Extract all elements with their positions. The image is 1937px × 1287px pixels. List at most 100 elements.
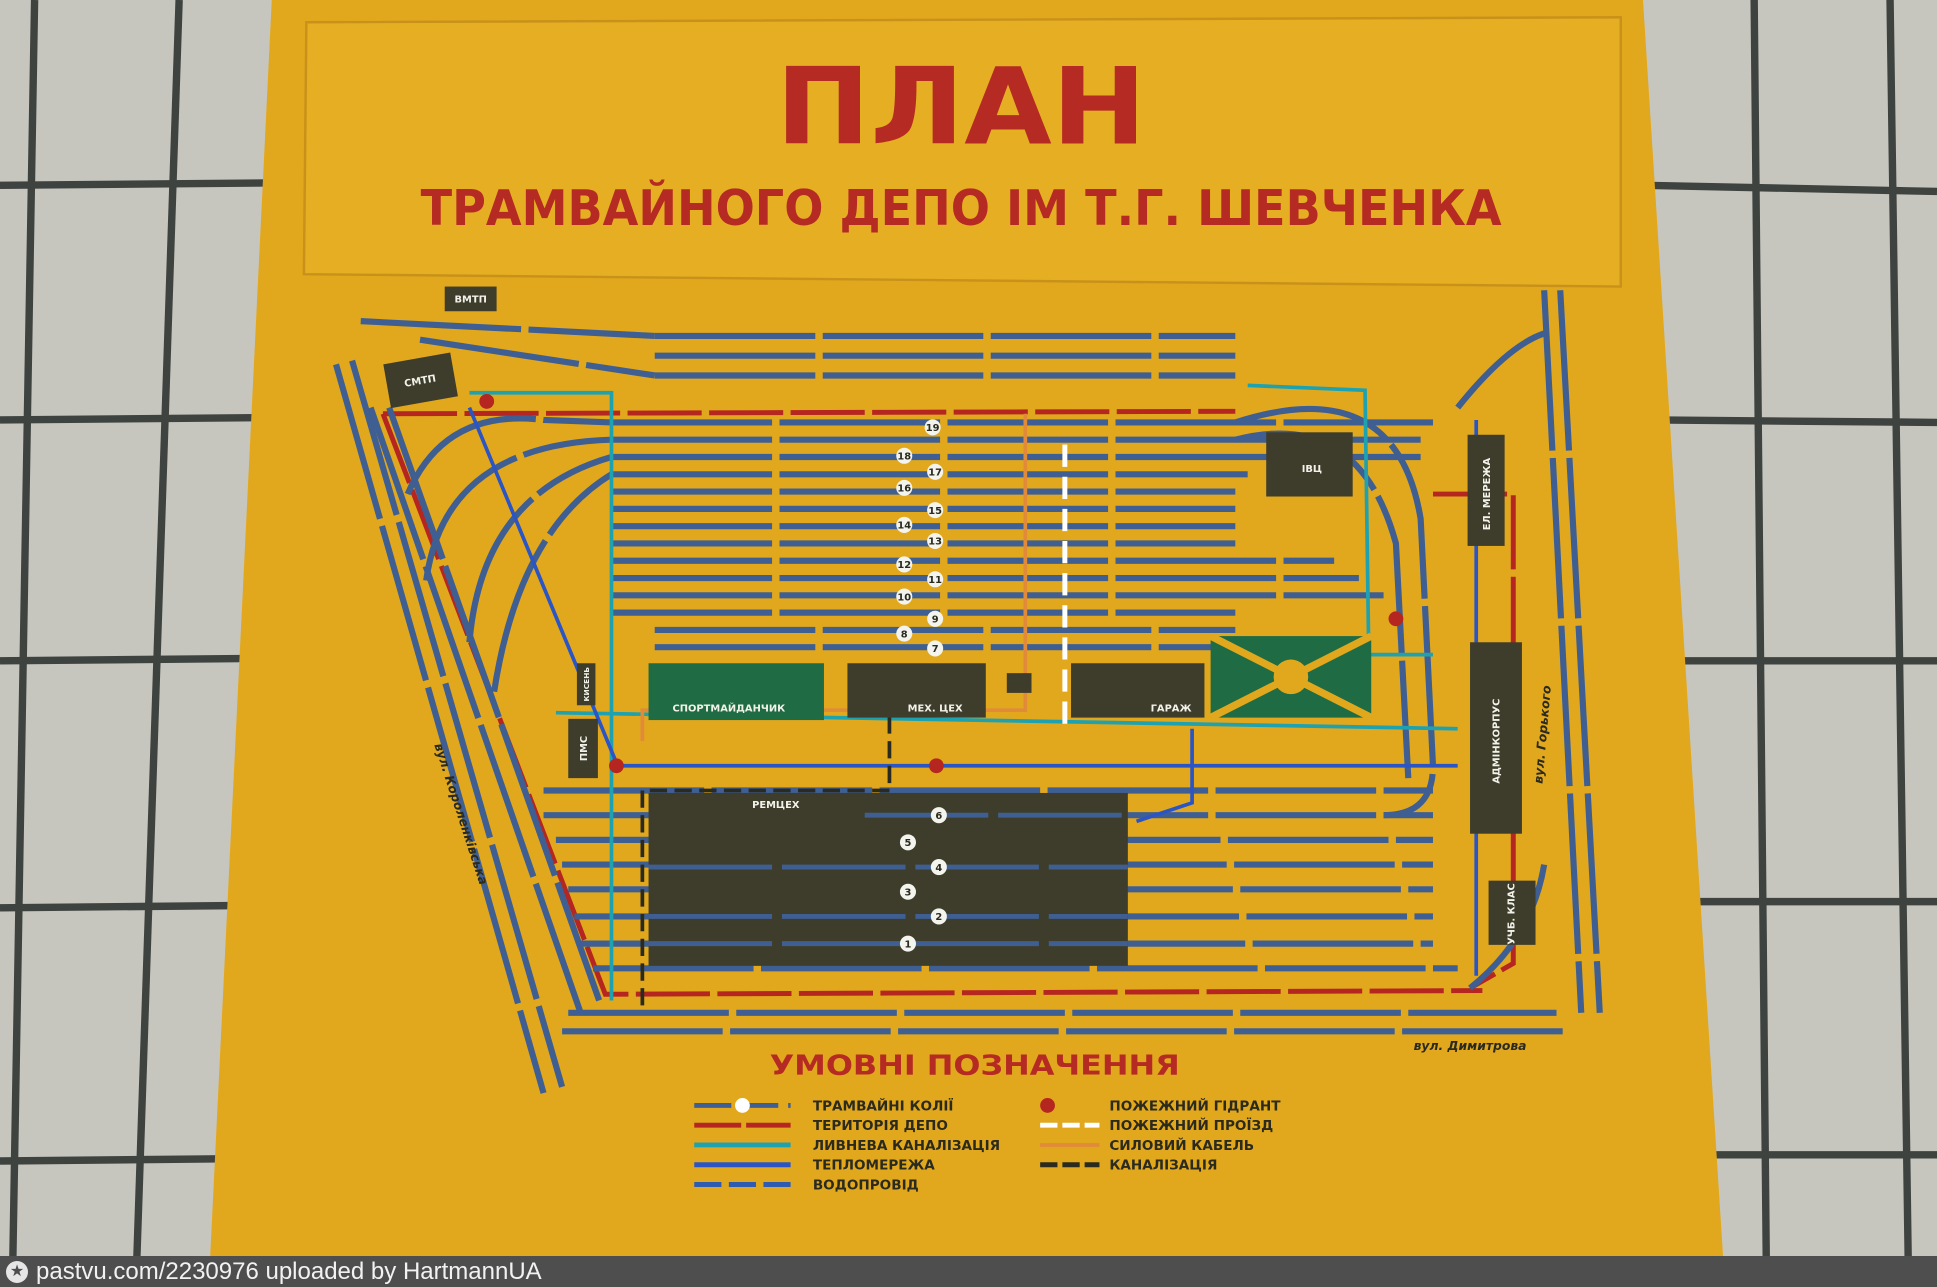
track-number-marker: 2	[930, 908, 947, 925]
building-meh-ceh	[847, 663, 986, 718]
track-number-circle	[896, 447, 913, 464]
label-pms: ПМС	[579, 736, 590, 761]
building-kysen	[576, 663, 596, 706]
track-number-marker: 6	[930, 807, 947, 824]
label-ivc: ІВЦ	[1302, 464, 1322, 475]
building-ivc	[1266, 432, 1353, 497]
track-number-marker: 15	[927, 502, 944, 519]
track-number-marker: 4	[930, 859, 947, 876]
legend-label: ПОЖЕЖНИЙ ПРОЇЗД	[1109, 1117, 1273, 1134]
track-number-marker: 19	[924, 419, 941, 436]
legend-item: ПОЖЕЖНИЙ ГІДРАНТ	[1040, 1097, 1281, 1114]
label-vmtp: ВМТП	[454, 295, 486, 306]
legend-track-marker	[735, 1098, 750, 1113]
track-number-circle	[930, 908, 947, 925]
track-number-circle	[896, 588, 913, 605]
track-number: 5	[905, 838, 912, 849]
track-number-marker: 18	[896, 447, 913, 464]
track-number: 9	[932, 615, 939, 626]
track-number: 12	[897, 560, 911, 571]
label-garazh: ГАРАЖ	[1151, 703, 1192, 714]
legend-label: ТЕРИТОРІЯ ДЕПО	[813, 1118, 948, 1134]
legend-item: ТРАМВАЙНІ КОЛІЇ	[694, 1097, 953, 1114]
track-number-circle	[927, 502, 944, 519]
track-number: 3	[905, 887, 912, 898]
track-number-circle	[896, 556, 913, 573]
legend-swatch	[1040, 1098, 1055, 1113]
building-admincorpus	[1470, 642, 1522, 834]
track-number: 6	[935, 811, 942, 822]
legend-item: ПОЖЕЖНИЙ ПРОЇЗД	[1040, 1117, 1273, 1134]
track-number: 18	[897, 451, 911, 462]
fire-hydrants	[479, 394, 1404, 774]
photo-credit-bar: ★ pastvu.com/2230976 uploaded by Hartman…	[0, 1256, 1937, 1287]
track-number-circle	[927, 571, 944, 588]
track-number-marker: 11	[927, 571, 944, 588]
label-admincorpus: АДМІНКОРПУС	[1492, 699, 1503, 784]
street-dymytrova: вул. Димитрова	[1414, 1039, 1527, 1053]
track-number: 17	[928, 468, 942, 479]
plan-subtitle: ТРАМВАЙНОГО ДЕПО ІМ Т.Г. ШЕВЧЕНКА	[421, 178, 1502, 237]
building-uchb-klas	[1488, 880, 1536, 945]
track-number-marker: 3	[899, 883, 916, 900]
track-number-circle	[899, 935, 916, 952]
building-garazh	[1071, 663, 1205, 718]
building-el-merezha	[1467, 434, 1505, 546]
track-number-marker: 10	[896, 588, 913, 605]
legend-item: ТЕПЛОМЕРЕЖА	[694, 1158, 935, 1174]
legend-label: ТЕПЛОМЕРЕЖА	[813, 1158, 935, 1174]
legend: УМОВНІ ПОЗНАЧЕННЯ ТРАМВАЙНІ КОЛІЇТЕРИТОР…	[694, 1051, 1281, 1193]
label-el-merezha: ЕЛ. МЕРЕЖА	[1482, 457, 1493, 530]
legend-item: КАНАЛІЗАЦІЯ	[1040, 1158, 1217, 1174]
label-meh-ceh: МЕХ. ЦЕХ	[908, 703, 963, 714]
track-number-marker: 5	[899, 834, 916, 851]
track-number: 13	[928, 537, 942, 548]
label-sportmaidanchyk: СПОРТМАЙДАНЧИК	[673, 701, 786, 714]
building-remceh	[648, 792, 1128, 966]
legend-label: КАНАЛІЗАЦІЯ	[1109, 1158, 1217, 1174]
track-number-marker: 16	[896, 479, 913, 496]
buildings	[383, 286, 1536, 966]
building-small	[1006, 673, 1032, 693]
legend-label: ЛИВНЕВА КАНАЛІЗАЦІЯ	[813, 1138, 1000, 1154]
track-number-marker: 8	[896, 625, 913, 642]
track-number-circle	[927, 610, 944, 627]
legend-label: ПОЖЕЖНИЙ ГІДРАНТ	[1109, 1097, 1281, 1114]
track-number: 11	[928, 575, 942, 586]
legend-item: СИЛОВИЙ КАБЕЛЬ	[1040, 1137, 1254, 1154]
legend-item: ТЕРИТОРІЯ ДЕПО	[694, 1118, 948, 1134]
track-number-circle	[930, 859, 947, 876]
photo-credit-text: pastvu.com/2230976 uploaded by HartmannU…	[36, 1258, 542, 1285]
label-smtp: СМТП	[403, 373, 437, 389]
track-number-marker: 13	[927, 532, 944, 550]
track-number: 15	[928, 506, 942, 517]
track-number: 4	[935, 863, 942, 874]
track-number-circle	[924, 419, 941, 436]
sportmaidanchyk	[648, 663, 824, 721]
track-number-marker: 14	[896, 516, 913, 533]
star-icon: ★	[6, 1260, 28, 1283]
remceh-tracks	[648, 812, 1128, 947]
track-number: 14	[897, 521, 911, 532]
track-number: 7	[932, 644, 939, 655]
legend-label: СИЛОВИЙ КАБЕЛЬ	[1109, 1137, 1254, 1154]
label-remceh: РЕМЦЕХ	[752, 800, 800, 811]
track-number: 10	[897, 592, 911, 603]
header-panel	[302, 16, 1622, 288]
track-number: 19	[926, 423, 940, 434]
legend-label: ТРАМВАЙНІ КОЛІЇ	[813, 1097, 954, 1114]
track-number-circle	[896, 625, 913, 642]
track-number-circle	[927, 463, 944, 480]
track-number-marker: 1	[899, 935, 916, 952]
track-number: 8	[901, 629, 908, 640]
track-number-marker: 17	[927, 463, 944, 480]
building-pms	[568, 718, 598, 779]
legend-label: ВОДОПРОВІД	[813, 1177, 919, 1193]
track-number-circle	[927, 532, 944, 550]
track-number: 2	[935, 912, 942, 923]
track-number: 1	[905, 939, 912, 950]
track-number-circle	[899, 834, 916, 851]
label-kysen: КИСЕНЬ	[582, 667, 591, 702]
